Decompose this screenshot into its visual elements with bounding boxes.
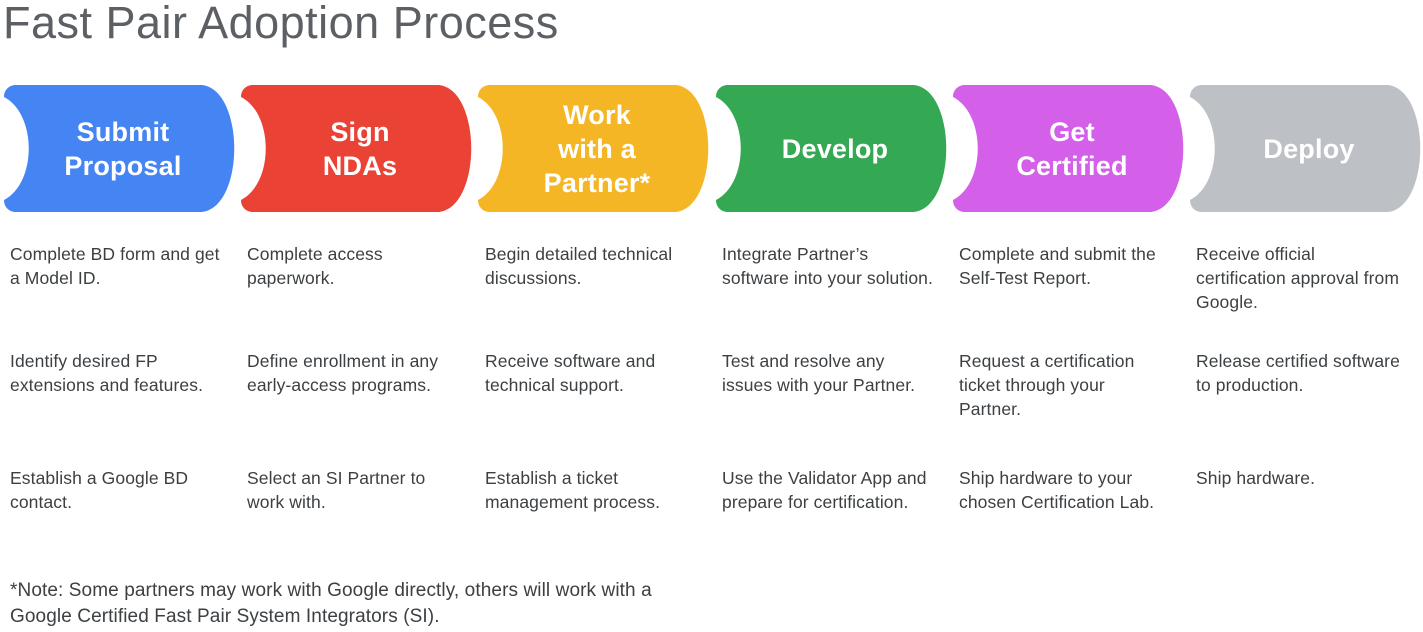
step-text: Integrate Partner’s software into your s…	[722, 244, 933, 288]
step-text: Identify desired FP extensions and featu…	[10, 351, 204, 395]
steps-column-work-with-partner: Begin detailed technical discussions. Re…	[485, 242, 697, 582]
steps-column-sign-ndas: Complete access paperwork. Define enroll…	[247, 242, 459, 582]
step-text: Test and resolve any issues with your Pa…	[722, 351, 916, 395]
step-text: Receive software and technical support.	[485, 351, 656, 395]
process-stage-sign-ndas: Sign NDAs	[237, 85, 483, 212]
step-text: Begin detailed technical discussions.	[485, 244, 673, 288]
stage-arrow-shape	[241, 85, 472, 212]
stage-arrow-path	[241, 85, 472, 212]
stage-arrow-shape	[478, 85, 709, 212]
stage-arrow-shape	[1190, 85, 1421, 212]
stage-label: Work with a Partner*	[543, 99, 651, 198]
stage-arrow-path	[953, 85, 1184, 212]
step-text: Establish a ticket management process.	[485, 468, 661, 512]
steps-column-develop: Integrate Partner’s software into your s…	[722, 242, 934, 582]
step-text: Ship hardware.	[1196, 468, 1316, 488]
step-text: Request a certification ticket through y…	[959, 351, 1135, 419]
steps-column-submit-proposal: Complete BD form and get a Model ID. Ide…	[10, 242, 222, 582]
process-stage-develop: Develop	[712, 85, 958, 212]
page-title: Fast Pair Adoption Process	[3, 0, 559, 48]
step-text: Use the Validator App and prepare for ce…	[722, 468, 927, 512]
stage-arrow-shape	[4, 85, 235, 212]
stage-label: Deploy	[1263, 133, 1355, 164]
step-text: Complete BD form and get a Model ID.	[10, 244, 220, 288]
stage-label: Get Certified	[1016, 116, 1128, 181]
stage-label: Sign NDAs	[322, 116, 398, 181]
stage-label: Submit Proposal	[64, 116, 182, 181]
step-text: Complete and submit the Self-Test Report…	[959, 244, 1156, 288]
step-text: Select an SI Partner to work with.	[247, 468, 426, 512]
step-text: Release certified software to production…	[1196, 351, 1400, 395]
process-stage-submit-proposal: Submit Proposal	[0, 85, 246, 212]
step-text: Complete access paperwork.	[247, 244, 383, 288]
stage-arrow-path	[478, 85, 709, 212]
stage-arrow-path	[4, 85, 235, 212]
stage-arrow-shape	[716, 85, 947, 212]
step-text: Establish a Google BD contact.	[10, 468, 189, 512]
step-text: Receive official certification approval …	[1196, 244, 1400, 312]
stage-arrow-shape	[953, 85, 1184, 212]
step-text: Define enrollment in any early-access pr…	[247, 351, 439, 395]
step-text: Ship hardware to your chosen Certificati…	[959, 468, 1155, 512]
process-stage-work-with-partner: Work with a Partner*	[474, 85, 720, 212]
stage-arrow-path	[716, 85, 947, 212]
footnote: *Note: Some partners may work with Googl…	[10, 580, 652, 627]
process-stage-get-certified: Get Certified	[949, 85, 1195, 212]
stage-label: Develop	[781, 133, 889, 164]
steps-column-deploy: Receive official certification approval …	[1196, 242, 1408, 582]
steps-column-get-certified: Complete and submit the Self-Test Report…	[959, 242, 1171, 582]
process-stage-deploy: Deploy	[1186, 85, 1423, 212]
stage-arrow-path	[1190, 85, 1421, 212]
